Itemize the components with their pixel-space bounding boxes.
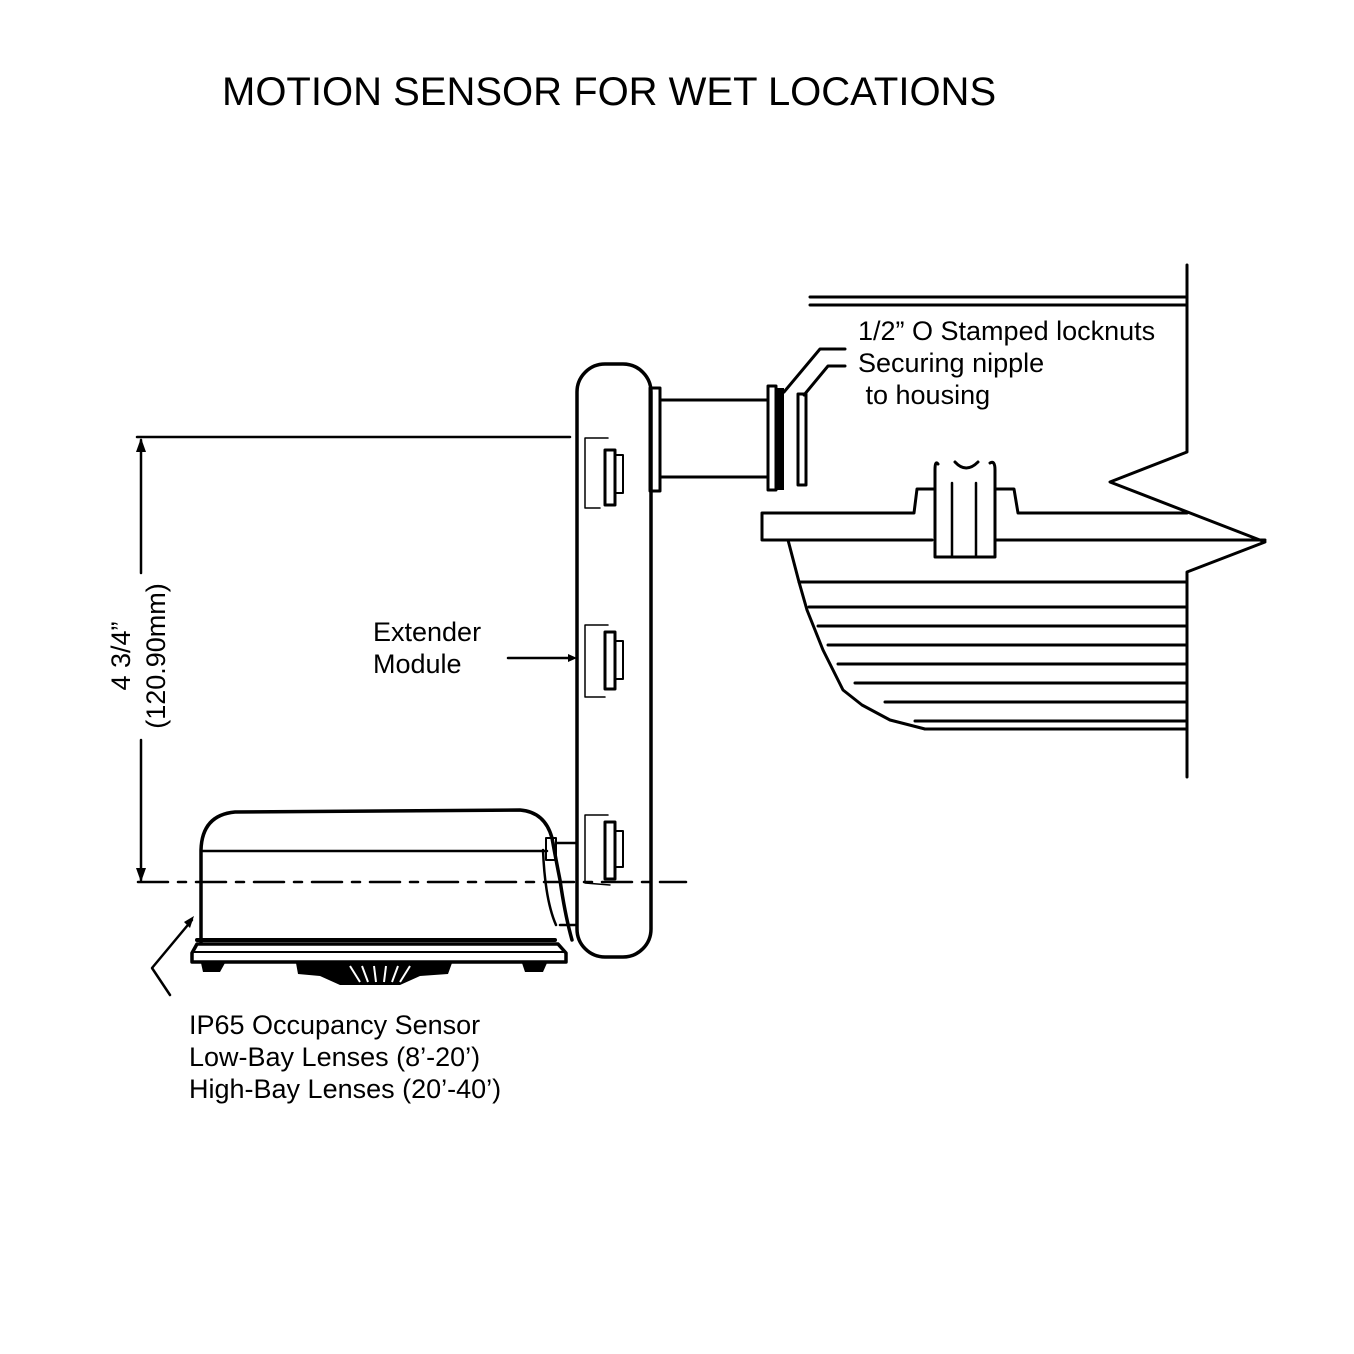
port-middle bbox=[584, 624, 624, 698]
extender-label-line2: Module bbox=[373, 649, 462, 679]
sensor-foot bbox=[522, 963, 547, 972]
sensor-label-line1: IP65 Occupancy Sensor bbox=[189, 1010, 480, 1040]
port-bottom bbox=[584, 814, 624, 886]
leader-nipple bbox=[802, 364, 847, 397]
dimension-metric: (120.90mm) bbox=[141, 583, 171, 729]
extender-arrowhead bbox=[568, 654, 577, 662]
sensor-fitting bbox=[545, 837, 557, 861]
locknut-label-line1: 1/2” O Stamped locknuts bbox=[858, 316, 1155, 346]
dim-arrow-top bbox=[136, 438, 146, 452]
hub-notch bbox=[953, 460, 980, 470]
occupancy-sensor bbox=[150, 808, 579, 997]
lens-facets bbox=[349, 965, 411, 983]
dimension-imperial: 4 3/4” bbox=[106, 621, 136, 690]
sensor-foot bbox=[201, 963, 225, 972]
locknut-label-line3: to housing bbox=[858, 380, 990, 410]
flange-top-left bbox=[760, 487, 937, 542]
extender-label-line1: Extender bbox=[373, 617, 481, 647]
center-hub bbox=[933, 460, 997, 559]
flange-top-right bbox=[993, 487, 1189, 515]
housing-profile bbox=[786, 538, 927, 731]
locknut-1-face bbox=[776, 388, 784, 490]
extender-body bbox=[575, 362, 653, 959]
base-plate bbox=[190, 942, 568, 964]
sensor-side-curve bbox=[541, 848, 558, 927]
nipple-assembly bbox=[648, 347, 847, 493]
locknut-label-line2: Securing nipple bbox=[858, 348, 1044, 378]
fixture-housing bbox=[760, 263, 1267, 779]
sensor-leader bbox=[150, 918, 194, 997]
sensor-label-line3: High-Bay Lenses (20’-40’) bbox=[189, 1074, 501, 1104]
sensor-dome bbox=[199, 808, 574, 944]
sensor-label-line2: Low-Bay Lenses (8’-20’) bbox=[189, 1042, 480, 1072]
sensor-arrowhead bbox=[184, 916, 194, 928]
dimension-line bbox=[135, 435, 688, 884]
extender-module bbox=[575, 362, 653, 959]
dim-arrow-bottom bbox=[136, 868, 146, 882]
drawing-title: MOTION SENSOR FOR WET LOCATIONS bbox=[222, 70, 996, 114]
port-top bbox=[584, 437, 624, 509]
locknut-2 bbox=[796, 392, 808, 487]
locknut-1 bbox=[766, 384, 778, 492]
leader-locknut bbox=[782, 347, 847, 394]
